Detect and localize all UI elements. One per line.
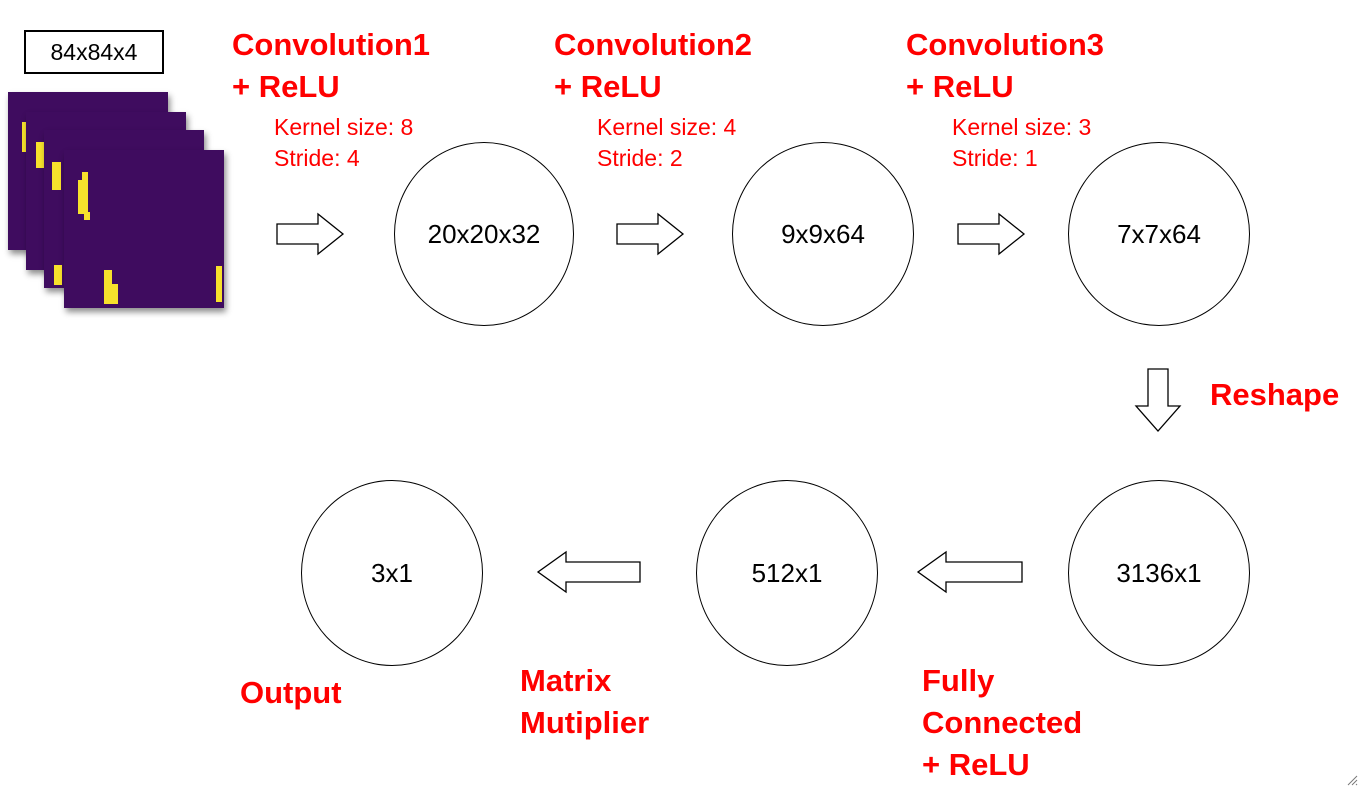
fc-output-label: 512x1 [751, 557, 823, 588]
conv1-output-node: 20x20x32 [394, 142, 574, 326]
matrix-multiplier-caption: Matrix Mutiplier [520, 663, 650, 740]
conv3-output-node: 7x7x64 [1068, 142, 1250, 326]
flatten-node: 3136x1 [1068, 480, 1250, 666]
arrow-left-matrix [536, 550, 641, 594]
conv1-kernel: Kernel size: 8 [274, 114, 414, 140]
fully-connected-caption: Fully Connected + ReLU [922, 663, 1083, 782]
arrow-right-1 [276, 212, 345, 256]
input-frame-4 [64, 150, 224, 308]
input-shape-label: 84x84x4 [24, 30, 164, 74]
conv1-stride: Stride: 4 [274, 145, 360, 171]
output-caption: Output [240, 675, 342, 710]
conv2-output-node: 9x9x64 [732, 142, 914, 326]
conv3-stride: Stride: 1 [952, 145, 1038, 171]
final-output-node: 3x1 [301, 480, 483, 666]
conv2-output-label: 9x9x64 [781, 218, 865, 249]
conv3-output-label: 7x7x64 [1117, 218, 1201, 249]
conv2-kernel: Kernel size: 4 [597, 114, 737, 140]
reshape-label: Reshape [1210, 377, 1340, 412]
arrow-right-2 [616, 212, 685, 256]
conv2-stride: Stride: 2 [597, 145, 683, 171]
fc-output-node: 512x1 [696, 480, 878, 666]
arrow-down-reshape [1134, 368, 1182, 432]
conv2-title: Convolution2 + ReLU [554, 27, 753, 104]
input-frame-stack [8, 92, 238, 322]
conv3-title: Convolution3 + ReLU [906, 27, 1105, 104]
final-output-label: 3x1 [371, 557, 413, 588]
arrow-right-3 [957, 212, 1026, 256]
resize-grip-icon[interactable] [1346, 774, 1358, 786]
conv1-title: Convolution1 + ReLU [232, 27, 431, 104]
flatten-label: 3136x1 [1116, 557, 1202, 588]
conv3-kernel: Kernel size: 3 [952, 114, 1092, 140]
arrow-left-fc [916, 550, 1023, 594]
conv1-output-label: 20x20x32 [427, 218, 541, 249]
